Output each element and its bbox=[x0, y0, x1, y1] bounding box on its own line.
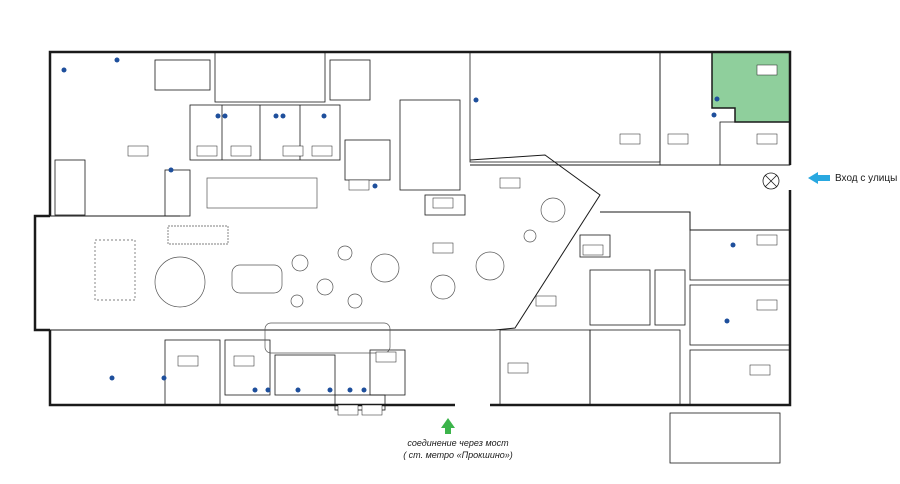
partitions bbox=[54, 51, 791, 464]
entrance-symbol bbox=[762, 172, 780, 190]
atrium-furniture bbox=[94, 177, 566, 354]
bridge-caption-line2: ( ст. метро «Прокшино») bbox=[403, 450, 513, 460]
bridge-caption-line1: соединение через мост bbox=[407, 438, 509, 448]
outer-walls bbox=[33, 50, 792, 407]
unit-tags bbox=[127, 64, 778, 416]
entrance-arrow-icon bbox=[808, 172, 830, 184]
bridge-arrow-icon bbox=[441, 418, 455, 434]
corridor-walls bbox=[50, 154, 790, 331]
entrance-label: Вход с улицы bbox=[835, 173, 898, 184]
highlighted-unit[interactable] bbox=[711, 51, 791, 123]
bridge-caption: соединение через мост ( ст. метро «Прокш… bbox=[388, 437, 528, 461]
drop-markers bbox=[61, 57, 736, 393]
